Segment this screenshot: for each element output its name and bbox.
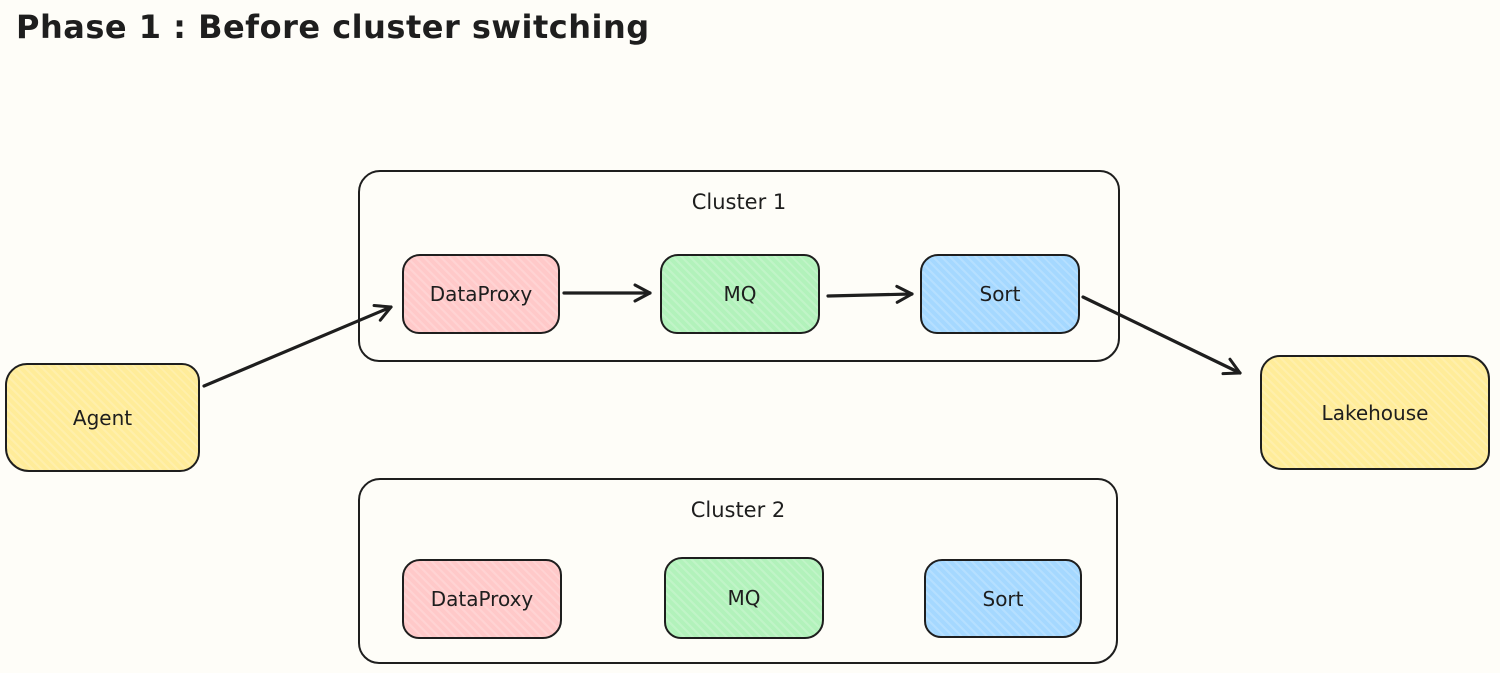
diagram-title: Phase 1 : Before cluster switching [16,8,650,46]
node-lakehouse-label: Lakehouse [1321,400,1429,425]
node-lakehouse: Lakehouse [1260,355,1490,470]
cluster1-node-dataproxy: DataProxy [402,254,560,334]
cluster2-node-dataproxy: DataProxy [402,559,562,639]
node-agent: Agent [5,363,200,472]
cluster2-node-sort-label: Sort [982,586,1024,611]
cluster1-node-mq-label: MQ [723,282,757,306]
cluster1-container: Cluster 1 DataProxy MQ Sort [358,170,1120,362]
node-agent-label: Agent [72,405,133,430]
cluster1-label: Cluster 1 [691,190,787,214]
cluster2-label: Cluster 2 [690,498,786,522]
cluster1-node-dataproxy-label: DataProxy [429,282,533,306]
cluster2-container: Cluster 2 DataProxy MQ Sort [358,478,1118,664]
cluster2-node-mq-label: MQ [727,586,761,610]
cluster2-node-sort: Sort [924,559,1082,638]
cluster1-node-sort-label: Sort [979,282,1021,306]
cluster2-node-mq: MQ [664,557,824,639]
cluster2-node-dataproxy-label: DataProxy [430,587,534,611]
cluster1-node-mq: MQ [660,254,820,334]
cluster1-node-sort: Sort [920,254,1080,334]
